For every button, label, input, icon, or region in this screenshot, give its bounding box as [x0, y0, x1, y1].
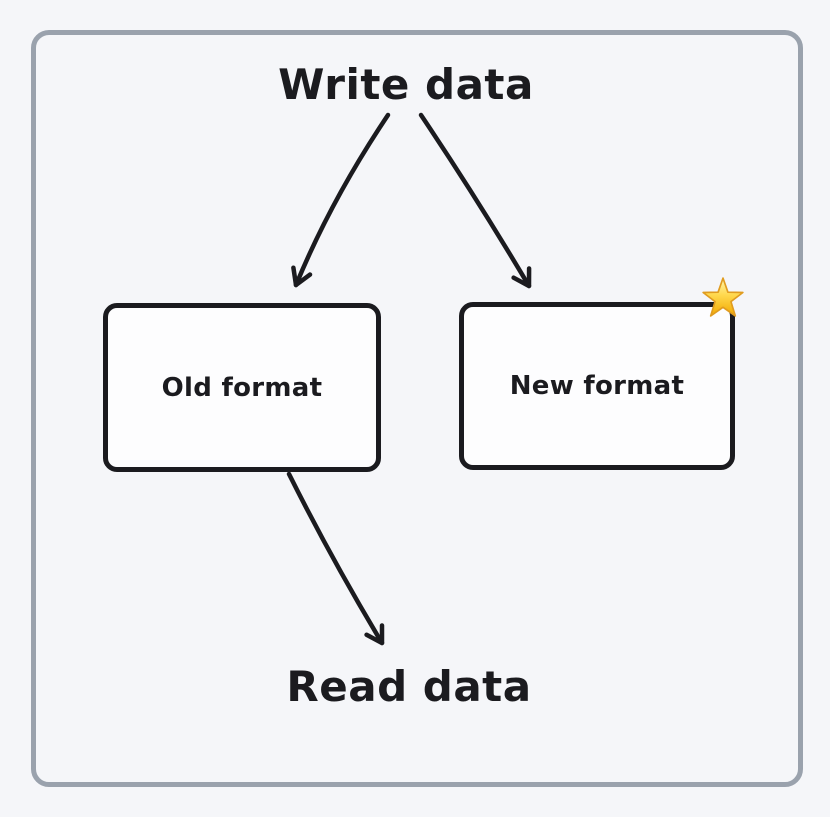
old-format-box: Old format — [103, 303, 381, 472]
write-data-label: Write data — [278, 60, 534, 109]
new-format-label: New format — [509, 371, 685, 401]
new-format-box: New format — [459, 302, 735, 470]
old-format-label: Old format — [161, 372, 323, 403]
read-data-label: Read data — [286, 662, 532, 711]
diagram-frame — [31, 30, 803, 787]
